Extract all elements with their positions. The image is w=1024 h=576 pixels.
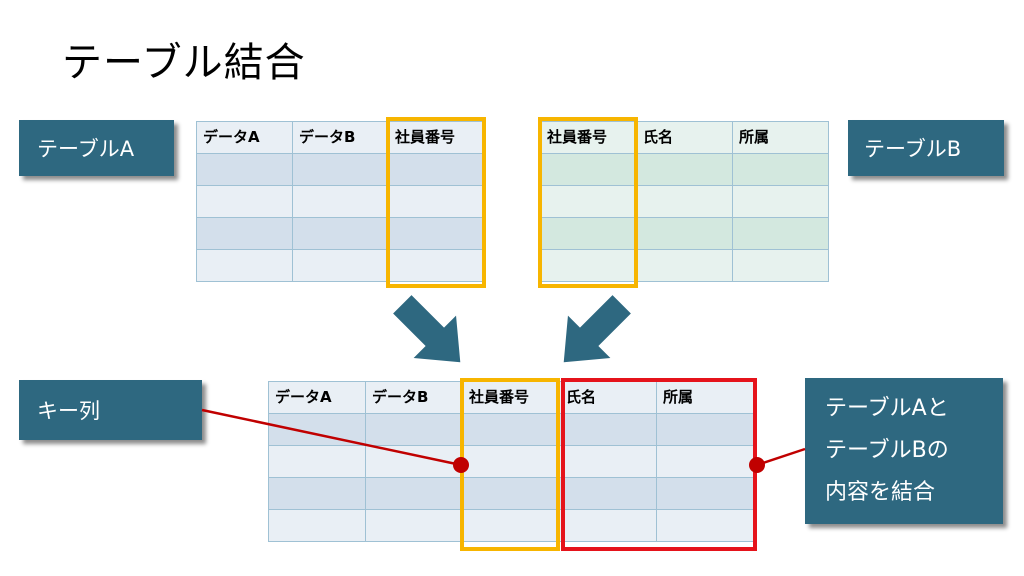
table-cell — [559, 477, 657, 510]
table-cell — [196, 185, 293, 218]
table-row — [268, 413, 755, 446]
label-table-b: テーブルB — [848, 120, 1004, 176]
table-cell — [388, 153, 485, 186]
table-b-header-3: 所属 — [732, 121, 829, 154]
table-cell — [559, 445, 657, 478]
table-cell — [196, 249, 293, 282]
table-cell — [656, 509, 755, 542]
combined-dot — [749, 457, 765, 473]
table-a-header-3: 社員番号 — [388, 121, 485, 154]
label-combined-line-2: テーブルBの — [825, 438, 949, 463]
arrow-down-left-icon — [563, 295, 631, 363]
combined-connector — [756, 447, 806, 467]
table-cell — [292, 249, 389, 282]
table-row: データA データB 社員番号 氏名 所属 — [268, 381, 755, 414]
table-a: データA データB 社員番号 — [196, 121, 485, 282]
label-table-a-text: テーブルA — [37, 137, 135, 161]
result-header-1: データA — [268, 381, 366, 414]
table-cell — [636, 185, 733, 218]
table-cell — [292, 153, 389, 186]
table-cell — [365, 413, 463, 446]
label-combined: テーブルAと テーブルBの 内容を結合 — [805, 378, 1003, 524]
table-cell — [292, 217, 389, 250]
label-key-column-text: キー列 — [37, 399, 100, 423]
result-header-5: 所属 — [656, 381, 755, 414]
table-cell — [196, 217, 293, 250]
table-cell — [656, 445, 755, 478]
table-a-header-2: データB — [292, 121, 389, 154]
table-cell — [732, 249, 829, 282]
table-row — [196, 185, 485, 218]
table-cell — [365, 509, 463, 542]
table-row — [196, 249, 485, 282]
result-table: データA データB 社員番号 氏名 所属 — [268, 381, 755, 542]
table-cell — [656, 413, 755, 446]
result-header-2: データB — [365, 381, 463, 414]
table-cell — [732, 153, 829, 186]
table-row — [268, 509, 755, 542]
table-cell — [559, 509, 657, 542]
label-combined-line-1: テーブルAと — [825, 396, 949, 421]
table-row: 社員番号 氏名 所属 — [540, 121, 829, 154]
table-cell — [292, 185, 389, 218]
table-cell — [462, 509, 560, 542]
label-key-column: キー列 — [19, 380, 202, 440]
page-title: テーブル結合 — [62, 40, 306, 86]
table-a-header-1: データA — [196, 121, 293, 154]
label-combined-line-3: 内容を結合 — [825, 480, 936, 505]
label-table-b-text: テーブルB — [864, 137, 962, 161]
table-cell — [732, 217, 829, 250]
arrow-down-right-icon — [393, 295, 461, 363]
table-row — [540, 153, 829, 186]
table-row — [268, 445, 755, 478]
table-cell — [636, 217, 733, 250]
table-cell — [196, 153, 293, 186]
table-b: 社員番号 氏名 所属 — [540, 121, 829, 282]
table-row — [196, 153, 485, 186]
table-b-header-2: 氏名 — [636, 121, 733, 154]
table-row: データA データB 社員番号 — [196, 121, 485, 154]
table-cell — [462, 413, 560, 446]
table-row — [196, 217, 485, 250]
table-cell — [268, 477, 366, 510]
key-column-connector — [201, 408, 462, 467]
table-cell — [559, 413, 657, 446]
table-b-header-1: 社員番号 — [540, 121, 637, 154]
table-cell — [540, 185, 637, 218]
key-column-dot — [453, 457, 469, 473]
table-cell — [268, 509, 366, 542]
label-table-a: テーブルA — [19, 120, 174, 176]
table-cell — [388, 249, 485, 282]
